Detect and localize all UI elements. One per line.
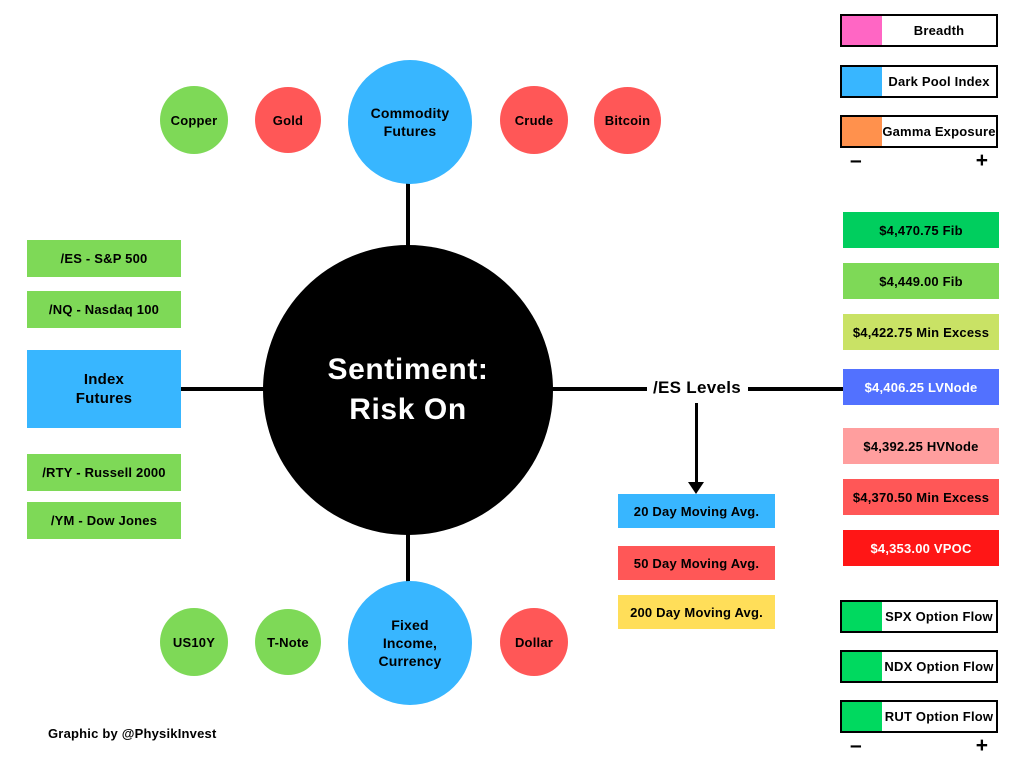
connector-top-line bbox=[406, 183, 410, 247]
gamma-swatch bbox=[842, 117, 882, 146]
dark-pool-label: Dark Pool Index bbox=[888, 74, 990, 89]
connector-left-line bbox=[179, 387, 266, 391]
level-fib-4449: $4,449.00 Fib bbox=[843, 263, 999, 299]
breadth-swatch bbox=[842, 16, 882, 45]
top-scale-plus: + bbox=[975, 149, 988, 172]
breadth-label: Breadth bbox=[913, 23, 965, 38]
level-minexcess-4422: $4,422.75 Min Excess bbox=[843, 314, 999, 350]
index-futures-hub: Index Futures bbox=[27, 350, 181, 428]
connector-right-line-1 bbox=[550, 387, 647, 391]
dollar-node: Dollar bbox=[500, 608, 568, 676]
ym-dow-box: /YM - Dow Jones bbox=[27, 502, 181, 539]
credit-text: Graphic by @PhysikInvest bbox=[48, 726, 217, 741]
bottom-scale-minus: – bbox=[850, 734, 862, 757]
dark-pool-swatch bbox=[842, 67, 882, 96]
copper-node: Copper bbox=[160, 86, 228, 154]
connector-right-line-2 bbox=[748, 387, 844, 391]
tnote-node: T-Note bbox=[255, 609, 321, 675]
level-fib-4470: $4,470.75 Fib bbox=[843, 212, 999, 248]
legend-ndx-option-flow: NDX Option Flow bbox=[840, 650, 998, 683]
fixed-income-label: Fixed Income, Currency bbox=[378, 616, 442, 670]
rty-russell-box: /RTY - Russell 2000 bbox=[27, 454, 181, 491]
ma200-box: 200 Day Moving Avg. bbox=[618, 595, 775, 629]
commodity-futures-hub: Commodity Futures bbox=[348, 60, 472, 184]
crude-node: Crude bbox=[500, 86, 568, 154]
level-lvnode-4406: $4,406.25 LVNode bbox=[843, 369, 999, 405]
ma20-box: 20 Day Moving Avg. bbox=[618, 494, 775, 528]
gold-node: Gold bbox=[255, 87, 321, 153]
us10y-node: US10Y bbox=[160, 608, 228, 676]
ndx-flow-label: NDX Option Flow bbox=[884, 659, 994, 674]
es-levels-arrow-head bbox=[688, 482, 704, 494]
legend-dark-pool-index: Dark Pool Index bbox=[840, 65, 998, 98]
fixed-income-hub: Fixed Income, Currency bbox=[348, 581, 472, 705]
index-futures-label: Index Futures bbox=[75, 370, 133, 408]
legend-spx-option-flow: SPX Option Flow bbox=[840, 600, 998, 633]
nq-nasdaq-box: /NQ - Nasdaq 100 bbox=[27, 291, 181, 328]
level-vpoc-4353: $4,353.00 VPOC bbox=[843, 530, 999, 566]
top-scale-row: – + bbox=[840, 148, 998, 174]
sentiment-line2: Risk On bbox=[349, 393, 467, 426]
legend-breadth: Breadth bbox=[840, 14, 998, 47]
bitcoin-node: Bitcoin bbox=[594, 87, 661, 154]
bottom-scale-row: – + bbox=[840, 733, 998, 759]
sentiment-line1: Sentiment: bbox=[327, 352, 489, 386]
sentiment-circle: Sentiment: Risk On bbox=[263, 245, 553, 535]
ndx-flow-swatch bbox=[842, 652, 882, 681]
level-hvnode-4392: $4,392.25 HVNode bbox=[843, 428, 999, 464]
level-minexcess-4370: $4,370.50 Min Excess bbox=[843, 479, 999, 515]
gamma-label: Gamma Exposure bbox=[882, 124, 996, 139]
spx-flow-label: SPX Option Flow bbox=[885, 609, 993, 624]
es-levels-title: /ES Levels bbox=[652, 378, 742, 397]
spx-flow-swatch bbox=[842, 602, 882, 631]
bottom-scale-plus: + bbox=[975, 734, 988, 757]
commodity-futures-label: Commodity Futures bbox=[370, 104, 450, 139]
legend-gamma-exposure: Gamma Exposure bbox=[840, 115, 998, 148]
ma50-box: 50 Day Moving Avg. bbox=[618, 546, 775, 580]
legend-rut-option-flow: RUT Option Flow bbox=[840, 700, 998, 733]
connector-bottom-line bbox=[406, 533, 410, 583]
top-scale-minus: – bbox=[850, 149, 862, 172]
rut-flow-label: RUT Option Flow bbox=[884, 709, 994, 724]
es-sp500-box: /ES - S&P 500 bbox=[27, 240, 181, 277]
es-levels-arrow-stem bbox=[695, 403, 698, 483]
rut-flow-swatch bbox=[842, 702, 882, 731]
